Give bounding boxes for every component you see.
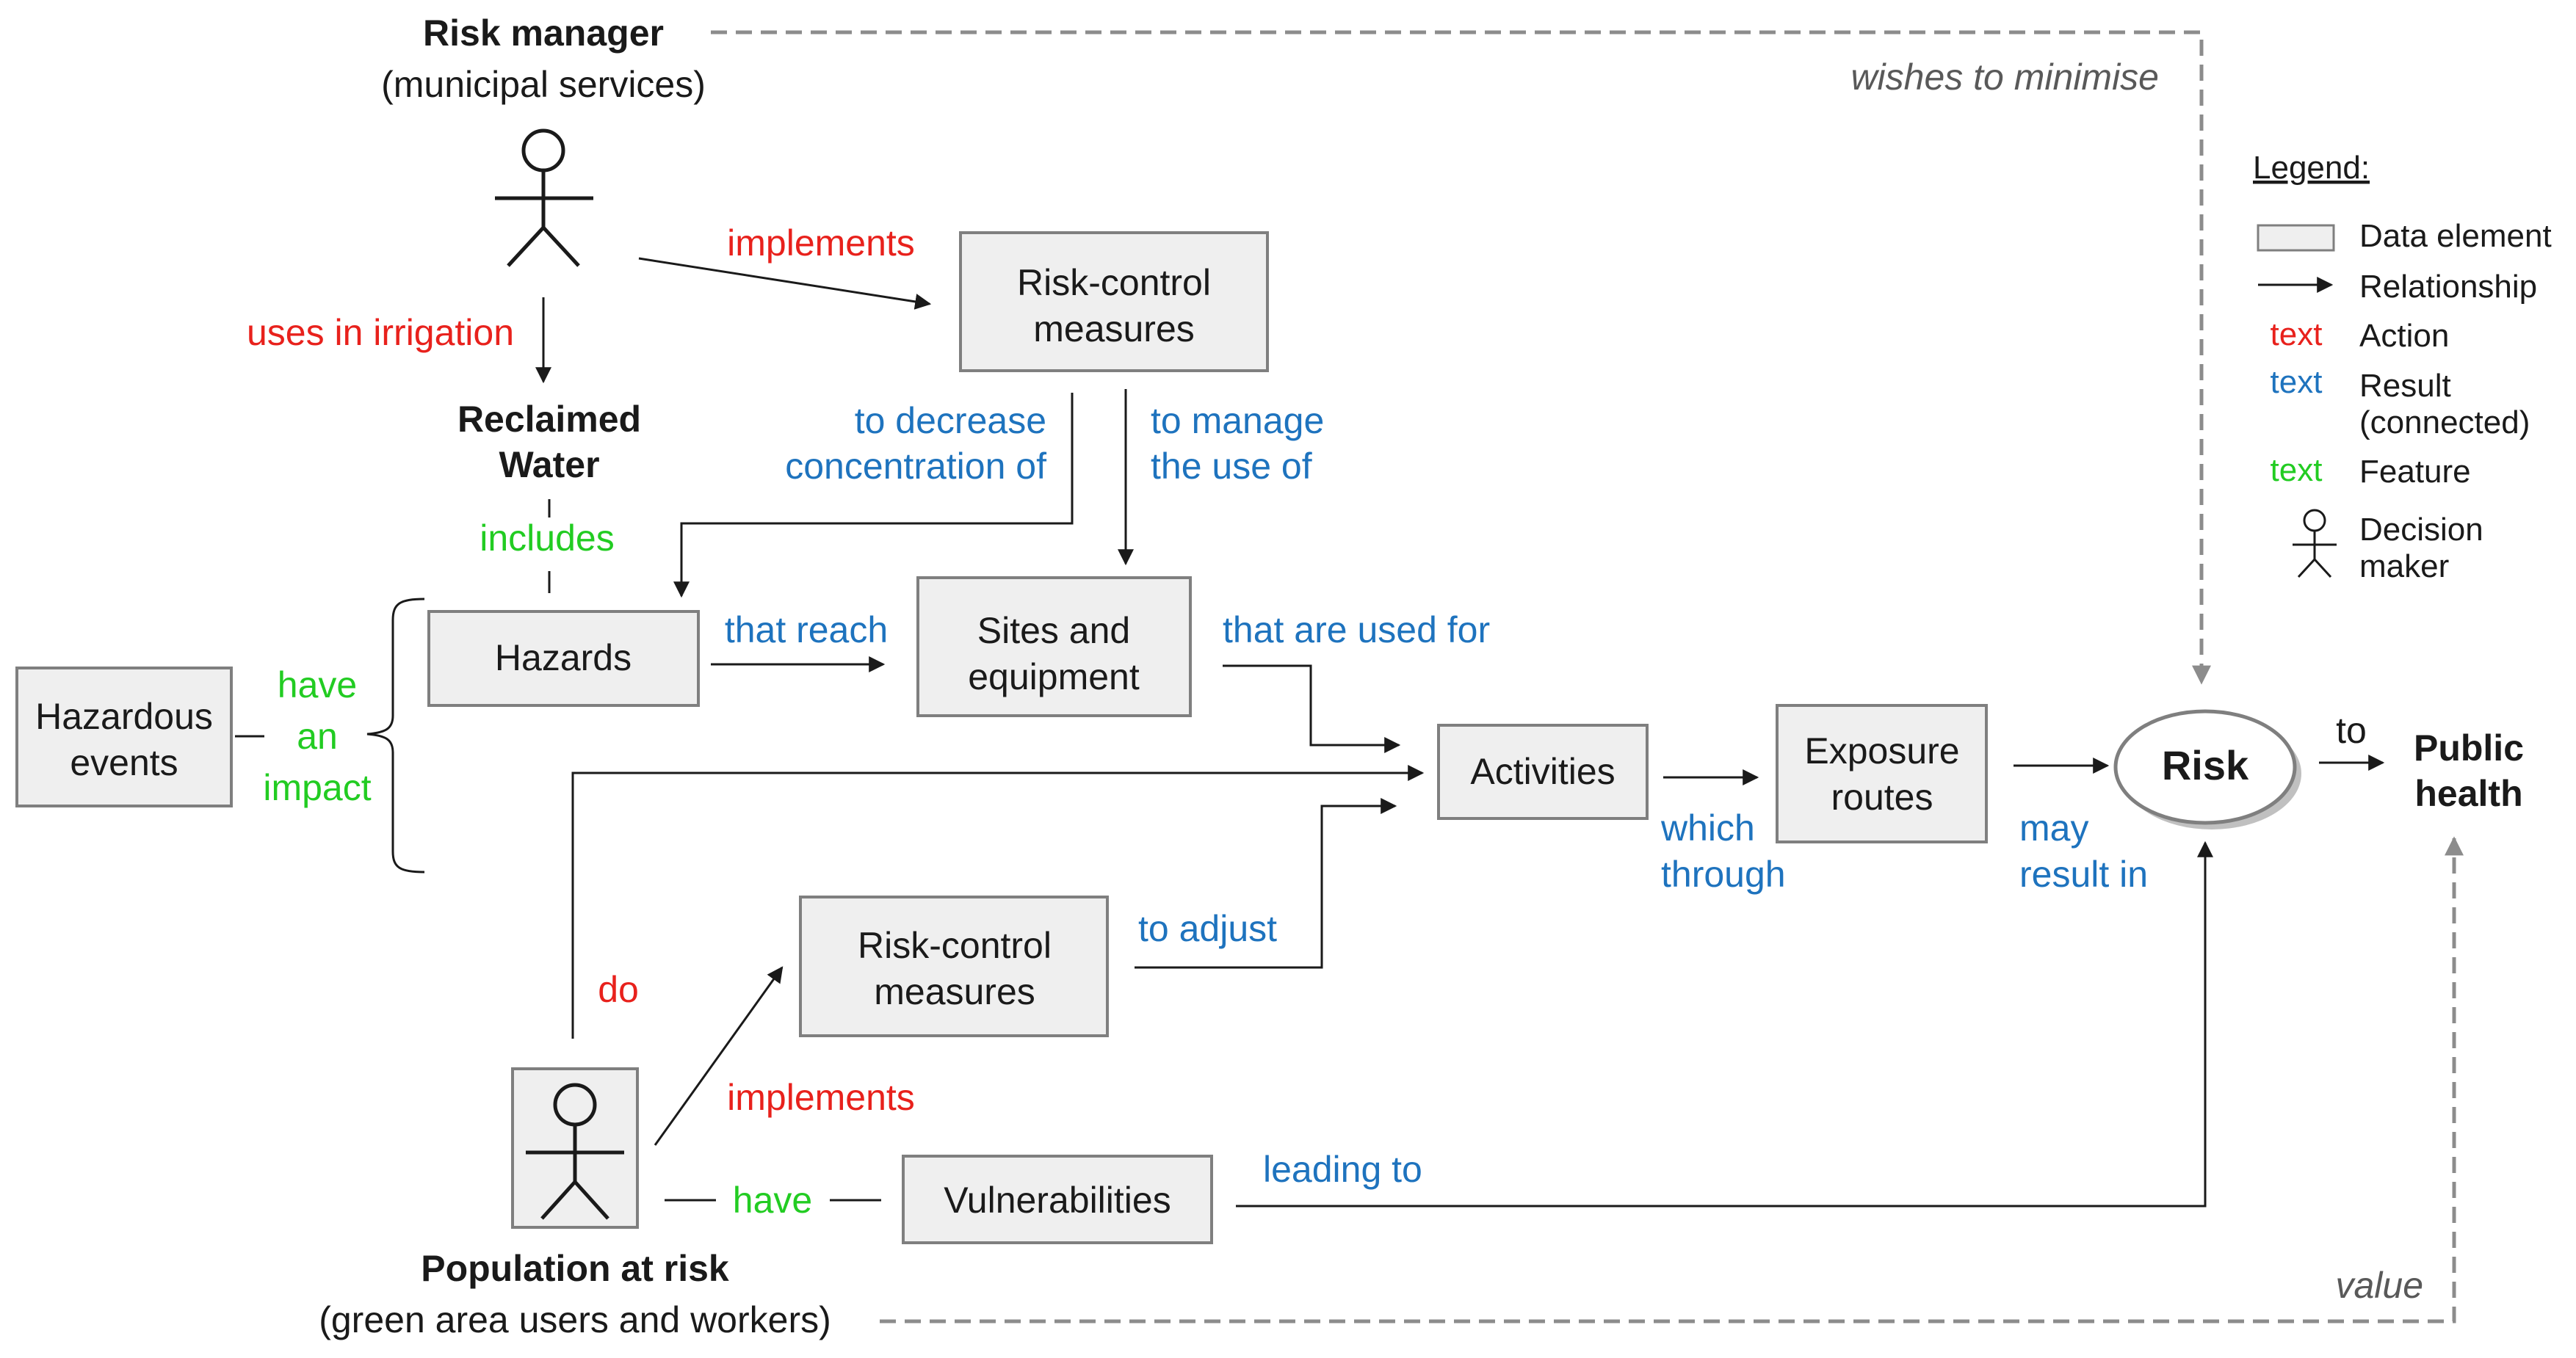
do-label: do (598, 969, 639, 1010)
leading-to-arrow (1236, 840, 2213, 1208)
impact-curly-brace (366, 598, 425, 874)
decrease-concentration-arrow (673, 393, 1074, 598)
sites-equipment-box (916, 576, 1192, 717)
to-adjust-label: to adjust (1138, 908, 1277, 949)
that-are-used-for-label: that are used for (1223, 609, 1490, 650)
population-stick-figure-icon (526, 1083, 624, 1220)
hazardous-events-line2: events (70, 742, 178, 783)
legend-decision-maker-line2: maker (2359, 548, 2449, 584)
population-subtitle: (green area users and workers) (319, 1299, 831, 1340)
vulnerabilities-label: Vulnerabilities (944, 1180, 1171, 1221)
risk-control-measures-bottom-line1: Risk-control (858, 925, 1052, 966)
risk-label: Risk (2162, 742, 2249, 788)
may-result-in-line2: result in (2019, 854, 2148, 895)
sites-equipment-line2: equipment (968, 656, 1140, 697)
legend-action-sample: text (2271, 316, 2323, 352)
reclaimed-water-line2: Water (499, 444, 599, 485)
value-label: value (2335, 1265, 2423, 1306)
legend-decision-maker-icon (2293, 509, 2337, 578)
manager-implements-arrow (638, 257, 932, 310)
legend-feature-sample: text (2271, 452, 2323, 488)
to-manage-label-line1: to manage (1151, 400, 1324, 441)
activities-box (1437, 724, 1649, 820)
risk-control-measures-bottom-line2: measures (874, 971, 1035, 1012)
activities-label: Activities (1470, 751, 1615, 792)
that-reach-label: that reach (725, 609, 888, 650)
have-an-impact-line3: impact (263, 767, 371, 808)
legend-action-label: Action (2359, 318, 2449, 354)
population-title: Population at risk (421, 1248, 729, 1289)
have-an-impact-line1: have (278, 664, 357, 705)
legend-result-label-line2: (connected) (2359, 404, 2530, 440)
legend-relationship-label: Relationship (2359, 269, 2537, 305)
risk-ellipse (2113, 709, 2297, 825)
value-dashed-line (880, 836, 2464, 1323)
to-manage-label-line2: the use of (1151, 446, 1312, 487)
which-through-line1: which (1660, 807, 1755, 849)
adjust-arrow (1135, 798, 1397, 969)
to-decrease-label-line2: concentration of (785, 446, 1046, 487)
population-implements-arrow (654, 966, 784, 1146)
vulnerabilities-box (902, 1155, 1213, 1244)
legend-result-sample: text (2271, 364, 2323, 400)
hazards-label: Hazards (495, 637, 632, 678)
risk-control-measures-top-box (959, 231, 1269, 372)
population-do-arrow (571, 765, 1425, 1039)
risk-manager-subtitle: (municipal services) (381, 64, 706, 105)
exposure-routes-line1: Exposure (1804, 730, 1959, 771)
to-label: to (2336, 710, 2367, 751)
public-health-line1: Public (2414, 727, 2524, 769)
legend-title: Legend: (2253, 150, 2370, 186)
legend-data-element-swatch (2257, 224, 2335, 252)
exposure-routes-line2: routes (1831, 777, 1933, 818)
includes-label: includes (480, 518, 614, 559)
uses-in-irrigation-label: uses in irrigation (247, 312, 514, 353)
hazards-box (427, 610, 700, 707)
risk-manager-stick-figure-icon (495, 128, 593, 267)
hazardous-events-box (15, 667, 233, 807)
reclaimed-water-line1: Reclaimed (457, 399, 641, 440)
legend: Legend: Data element Relationship text A… (2253, 150, 2552, 584)
legend-feature-label: Feature (2359, 454, 2471, 490)
risk-control-measures-bottom-box (799, 896, 1109, 1037)
public-health-line2: health (2414, 773, 2522, 814)
have-label: have (733, 1180, 812, 1221)
wishes-to-minimise-label: wishes to minimise (1850, 57, 2159, 98)
implements-bottom-label: implements (727, 1077, 915, 1118)
exposure-routes-box (1776, 704, 1988, 843)
implements-top-label: implements (727, 222, 915, 264)
which-through-line2: through (1661, 854, 1786, 895)
to-decrease-label-line1: to decrease (855, 400, 1046, 441)
hazardous-events-line1: Hazardous (35, 696, 213, 737)
risk-manager-title: Risk manager (423, 12, 664, 54)
risk-control-measures-top-line1: Risk-control (1017, 262, 1211, 303)
sites-equipment-line1: Sites and (977, 610, 1130, 651)
risk-control-measures-top-line2: measures (1033, 308, 1195, 349)
minimise-dashed-line (711, 30, 2211, 685)
legend-result-label-line1: Result (2359, 368, 2451, 404)
used-for-arrow (1223, 664, 1401, 753)
leading-to-label: leading to (1263, 1149, 1422, 1190)
legend-decision-maker-line1: Decision (2359, 512, 2483, 548)
have-an-impact-line2: an (297, 716, 338, 757)
may-result-in-line1: may (2019, 807, 2088, 849)
legend-data-element-label: Data element (2359, 218, 2552, 254)
